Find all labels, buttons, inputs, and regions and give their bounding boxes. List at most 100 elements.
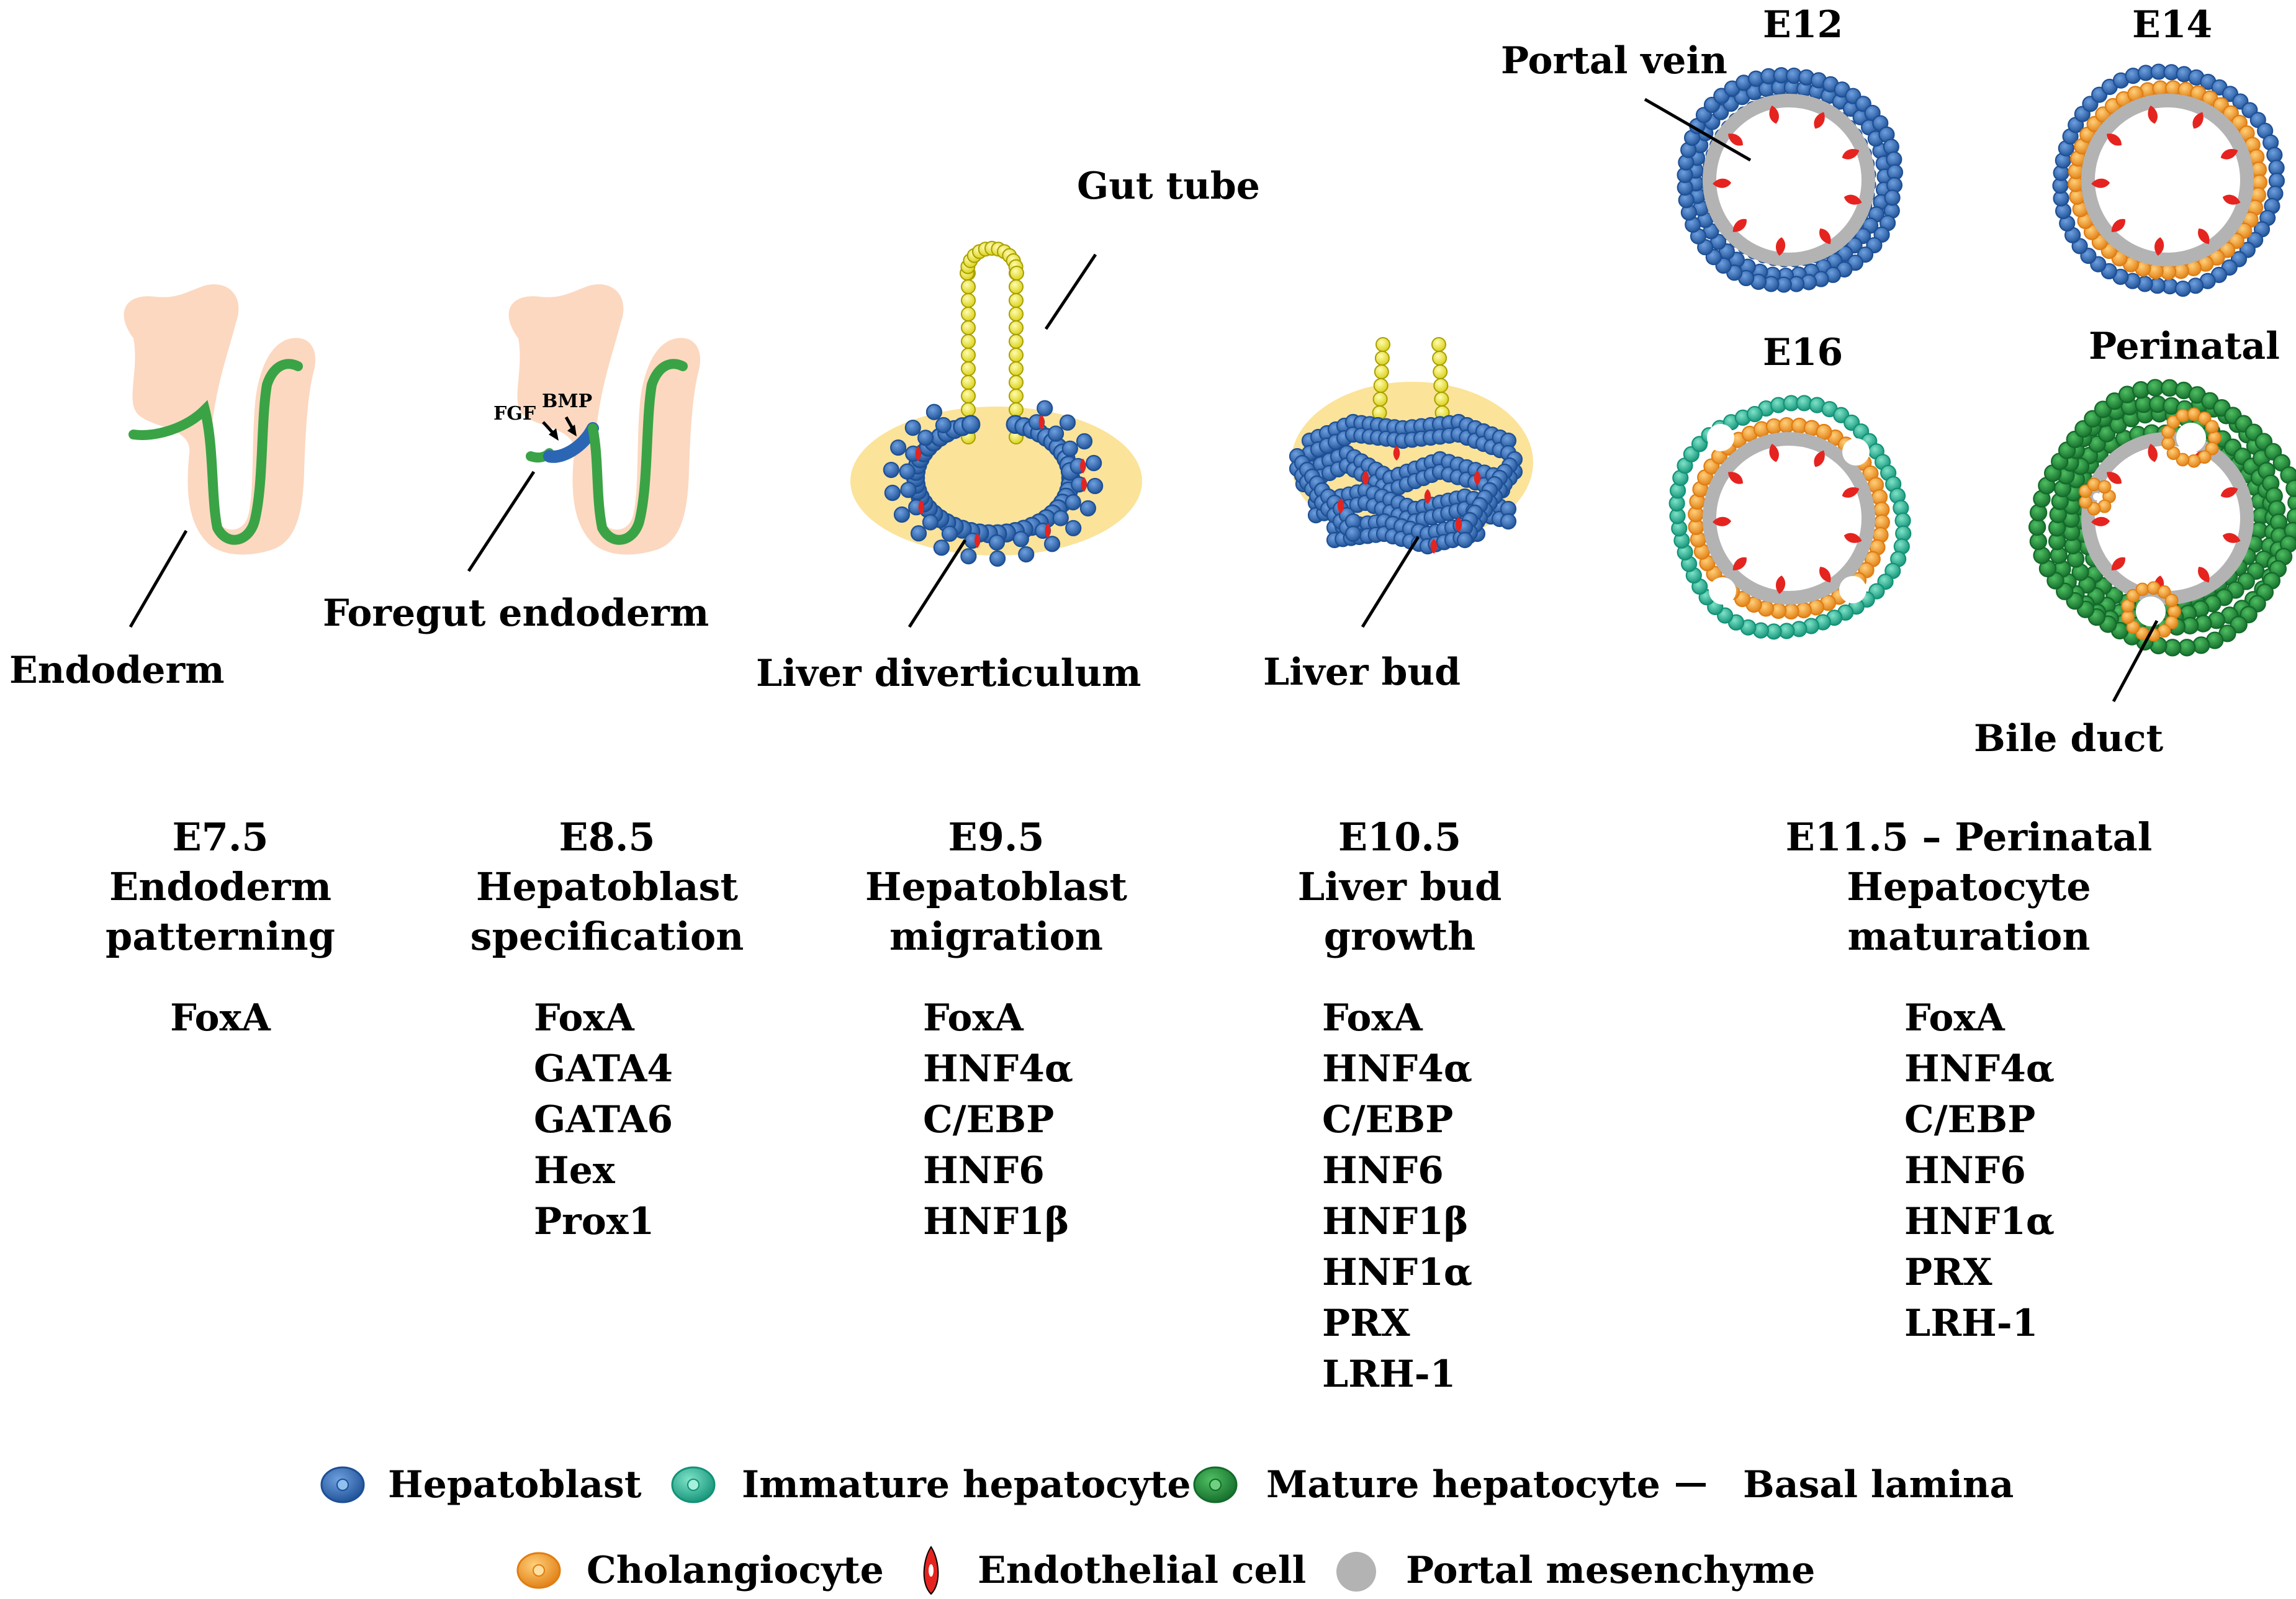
foregut-pointer [467, 471, 536, 572]
gene: HNF4α [923, 1047, 1073, 1091]
legend-basal: Basal lamina [1676, 1463, 2014, 1507]
cell [1079, 500, 1096, 516]
cholangiocyte-nucleus [533, 1564, 545, 1577]
gene: C/EBP [1322, 1098, 1453, 1142]
stage-line2: growth [1324, 914, 1475, 959]
legend-mesenchyme: Portal mesenchyme [1336, 1549, 1815, 1592]
vein-lumen [2096, 108, 2240, 252]
cell [884, 484, 901, 502]
cell [2192, 636, 2210, 654]
endothelial-nucleus [929, 1564, 934, 1577]
cell [961, 402, 976, 417]
liver-bud-cells [1289, 413, 1523, 555]
cell [1372, 392, 1388, 407]
cell [961, 375, 976, 390]
embryo-shape [124, 284, 316, 555]
cell [961, 334, 976, 349]
endothelial-cell [1769, 106, 1779, 124]
endothelial-cell [1732, 557, 1747, 570]
endothelial-cell [2154, 237, 2164, 256]
cell [925, 403, 943, 420]
endothelial-cell [2148, 444, 2158, 462]
cell [2097, 480, 2112, 494]
cell [1052, 510, 1069, 526]
endothelial-cell [1393, 446, 1400, 461]
cell [1009, 361, 1024, 376]
cell [1065, 520, 1082, 536]
cell [961, 293, 976, 308]
endoderm-right [588, 359, 688, 545]
stage-line1: Hepatocyte [1847, 864, 2091, 909]
e14-label: E14 [2132, 3, 2212, 47]
gene: FoxA [534, 996, 635, 1040]
portal-vein-e16 [1668, 395, 1912, 640]
endothelial-cell [2222, 194, 2241, 205]
gene: FoxA [1904, 996, 2006, 1040]
stage-day: E8.5 [559, 814, 655, 860]
legend-immature: Immature hepatocyte [671, 1463, 1191, 1507]
gene: FoxA [923, 996, 1024, 1040]
cell [1746, 405, 1763, 423]
cell [960, 548, 977, 565]
stage-day: E9.5 [948, 814, 1044, 860]
endothelial-cell [1474, 471, 1481, 485]
fgf-label: FGF [493, 403, 536, 425]
endoderm-layer [128, 359, 303, 545]
legend-label: Basal lamina [1743, 1463, 2014, 1507]
gene: FoxA [1322, 996, 1423, 1040]
cell [941, 525, 958, 542]
hepatoblast-nucleus [336, 1479, 349, 1491]
perinatal-label: Perinatal [2089, 325, 2280, 368]
cell [2174, 280, 2191, 297]
cell [2166, 415, 2181, 429]
mature-nucleus [1209, 1479, 1222, 1491]
gene: C/EBP [923, 1098, 1054, 1142]
gene: FoxA [170, 996, 271, 1040]
cell [961, 415, 981, 435]
legend-mature: Mature hepatocyte [1193, 1463, 1660, 1507]
endothelial-cell [1819, 228, 1831, 245]
vein-lumen [2096, 446, 2240, 590]
portal-mesenchyme [2081, 94, 2254, 266]
cell [2205, 441, 2219, 456]
portal-vein-pointer [1644, 97, 1752, 162]
primitive-duct-lumen [1842, 438, 1870, 466]
endothelial-cell [2107, 472, 2122, 484]
cell [1043, 536, 1061, 552]
stage-day: E10.5 [1338, 814, 1461, 860]
endothelial-cell [2222, 533, 2241, 543]
stage-e11-5-perinatal: E11.5 – Perinatal Hepatocyte maturation … [1786, 814, 2153, 1345]
e16-label: E16 [1763, 331, 1843, 374]
gene: HNF6 [1904, 1149, 2026, 1192]
stage-e7-5: E7.5 Endoderm patterning FoxA [106, 814, 335, 1040]
cell [2161, 436, 2176, 450]
cell [1344, 525, 1362, 543]
endothelial-cell [1844, 194, 1862, 205]
stage-line1: Liver bud [1298, 864, 1502, 909]
gene: Hex [534, 1149, 616, 1192]
e12-label: E12 [1763, 3, 1843, 47]
gene: PRX [1322, 1302, 1410, 1345]
cell [890, 439, 907, 456]
endothelial-cell [2192, 112, 2204, 129]
stage-line1: Hepatoblast [476, 864, 739, 909]
cell [883, 461, 899, 479]
immature-nucleus [687, 1479, 700, 1491]
endothelial-cell [2091, 178, 2110, 188]
cell [933, 539, 950, 556]
cell [2187, 454, 2201, 468]
stage-line1: Endoderm [109, 864, 331, 909]
liver-bud-pointer [1361, 536, 1420, 628]
liver-diverticulum-label: Liver diverticulum [756, 652, 1141, 695]
gene: HNF1β [1322, 1200, 1469, 1243]
endothelial-cell [1732, 218, 1747, 232]
gene: HNF6 [1322, 1149, 1444, 1192]
stage-e9-5: E9.5 Hepatoblast migration FoxA HNF4α C/… [865, 814, 1128, 1243]
endothelial-cell [1038, 415, 1045, 430]
gut-tube-pointer [1044, 253, 1097, 330]
endothelial-cell [1430, 539, 1438, 554]
endothelial-cell [1713, 178, 1732, 188]
legend-label: Portal mesenchyme [1406, 1549, 1815, 1592]
cell [1076, 433, 1093, 450]
cell [1431, 337, 1446, 352]
